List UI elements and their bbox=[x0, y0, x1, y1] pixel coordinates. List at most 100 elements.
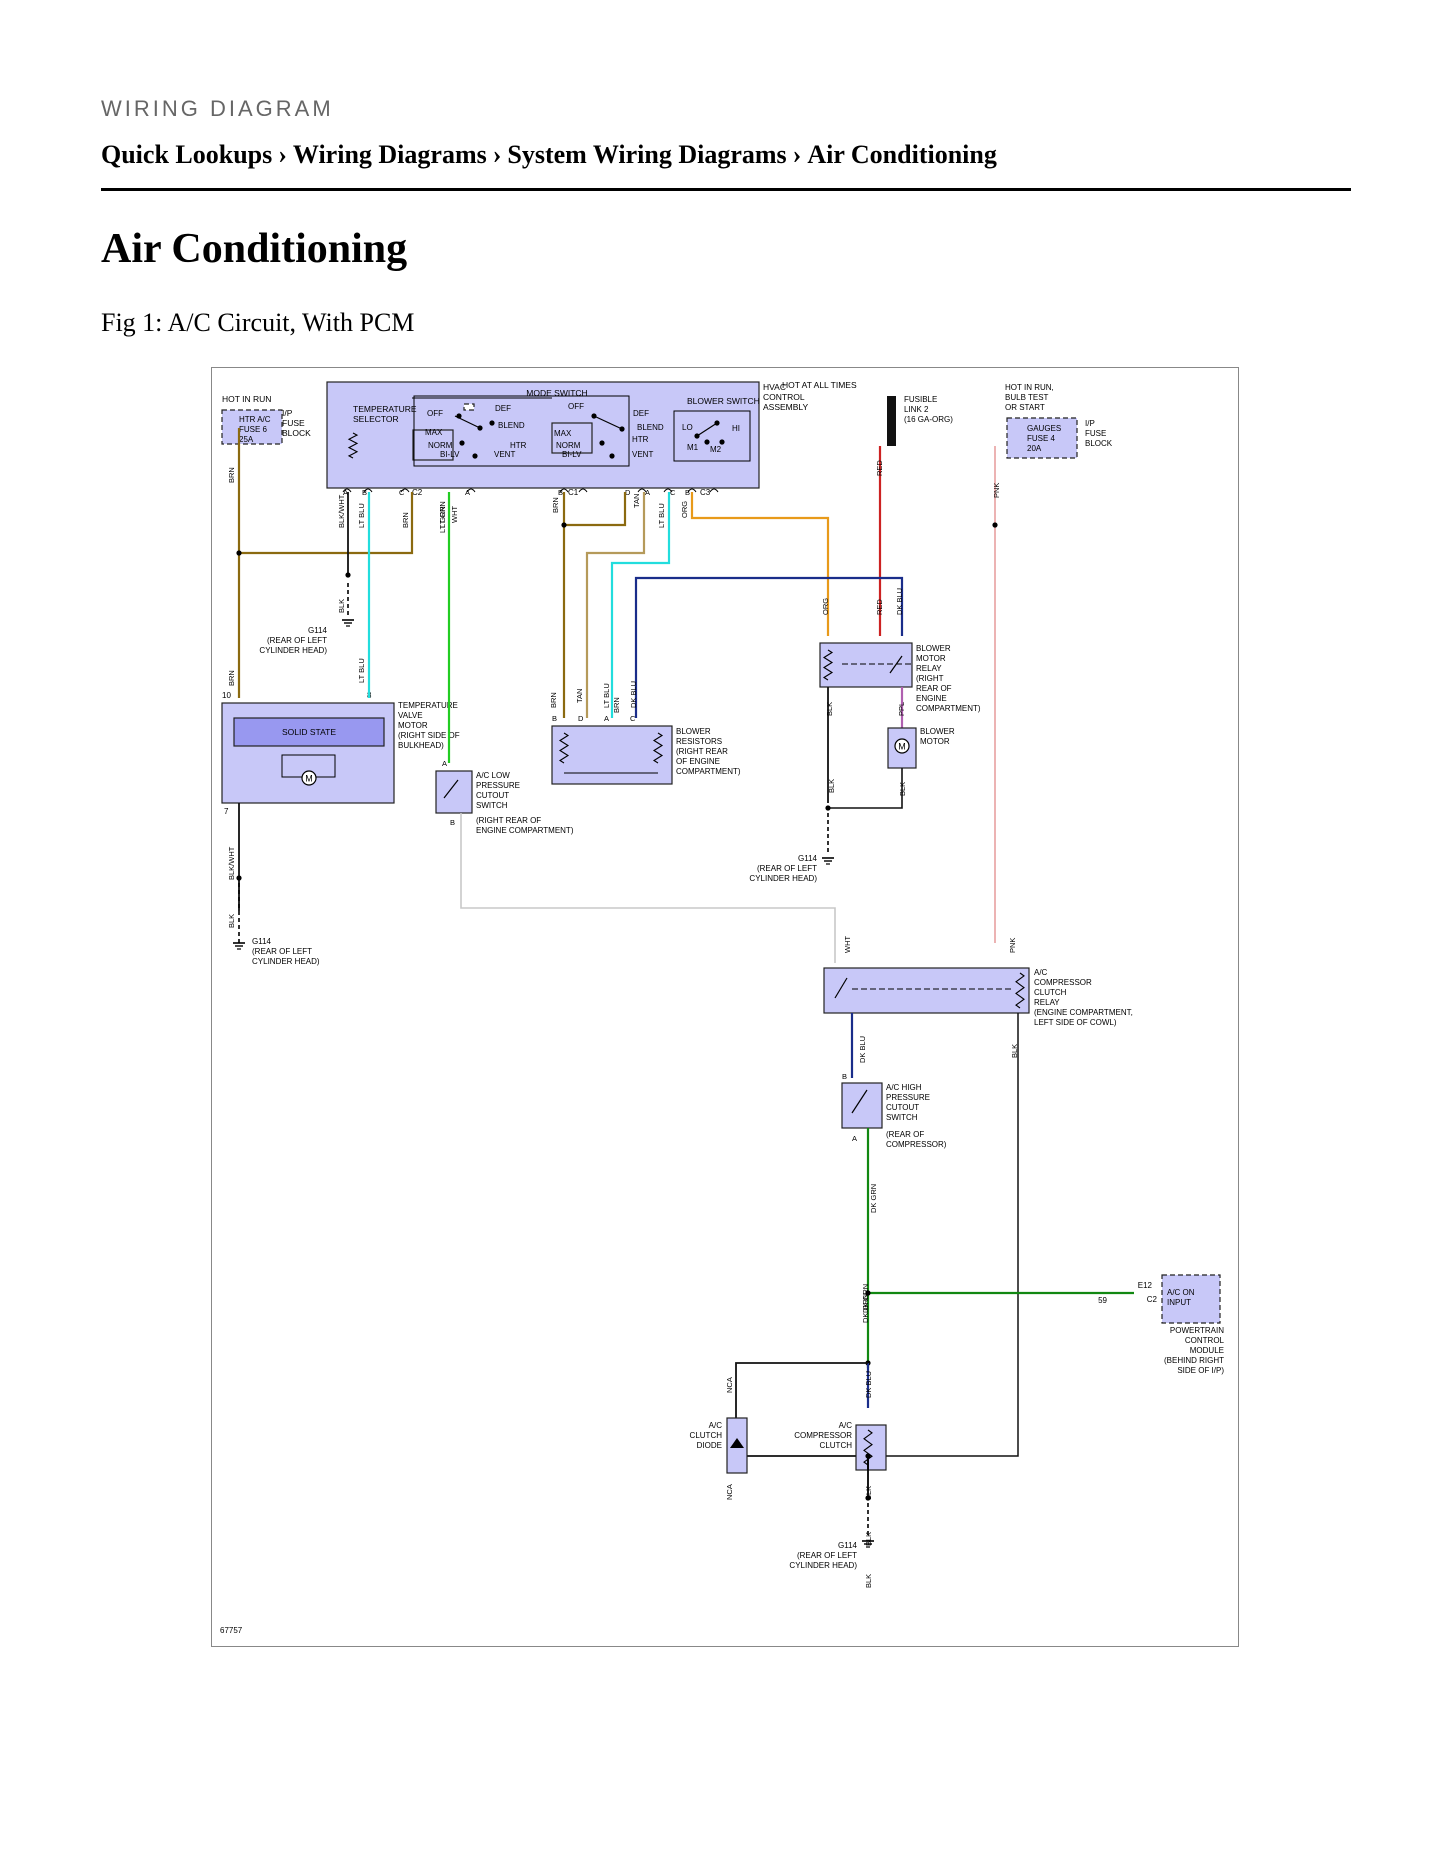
header-divider bbox=[101, 188, 1351, 191]
blower-motor-relay-label: MOTOR bbox=[916, 654, 946, 663]
pcm-input-label: INPUT bbox=[1167, 1298, 1191, 1307]
pin-label: B bbox=[558, 488, 563, 497]
mode-position-label: BI-LV bbox=[440, 450, 460, 459]
blower-motor-relay-label: COMPARTMENT) bbox=[916, 704, 981, 713]
wire-color-label: BLK/WHT bbox=[227, 846, 236, 880]
splice-dot bbox=[865, 1290, 871, 1296]
hot-in-run-bulb-test-label: OR START bbox=[1005, 403, 1045, 412]
wire-color-label: DK GRN bbox=[861, 1284, 870, 1313]
blower-motor-label: BLOWER bbox=[920, 727, 955, 736]
connector-pin bbox=[363, 488, 373, 493]
blower-motor-relay-label: ENGINE bbox=[916, 694, 947, 703]
fusible-link-icon bbox=[887, 396, 896, 446]
diode-symbol bbox=[730, 1438, 744, 1448]
breadcrumb-system-wiring-diagrams[interactable]: System Wiring Diagrams bbox=[507, 140, 787, 169]
g114-label-b: G114 bbox=[252, 937, 272, 946]
mode-position-label: NORM bbox=[556, 441, 581, 450]
switch-contact bbox=[704, 439, 710, 445]
blower-motor-relay bbox=[819, 642, 913, 688]
blower-motor-relay-label: REAR OF bbox=[916, 684, 952, 693]
mode-position-label: DEF bbox=[633, 409, 649, 418]
hot-at-all-times-label: HOT AT ALL TIMES bbox=[782, 380, 857, 390]
blower-resistors bbox=[551, 725, 673, 785]
wire-lt-blu-resistor bbox=[610, 492, 671, 718]
wire-color-label: BLK bbox=[827, 779, 836, 793]
ac-compressor-relay-label: (ENGINE COMPARTMENT, bbox=[1034, 1008, 1133, 1017]
g114-label-d: (REAR OF LEFT bbox=[797, 1551, 857, 1560]
wire-wht-relay bbox=[460, 813, 836, 963]
blower-position-label: M2 bbox=[710, 445, 722, 454]
mode-position-label: NORM bbox=[428, 441, 453, 450]
pcm-label: CONTROL bbox=[1185, 1336, 1225, 1345]
wire-color-label: WHT bbox=[843, 936, 852, 953]
splice-dot bbox=[825, 805, 831, 811]
wire-color-label: BLK bbox=[864, 1574, 873, 1588]
hot-in-run-bulb-test-label: HOT IN RUN, bbox=[1005, 383, 1054, 392]
gauges-fuse-label: FUSE 4 bbox=[1027, 434, 1056, 443]
switch-contact bbox=[719, 439, 725, 445]
relay-coil bbox=[1015, 972, 1025, 1009]
wire-color-label: BLK/WHT bbox=[337, 494, 346, 528]
mode-position-label: OFF bbox=[427, 409, 443, 418]
temperature-valve-motor-label: BULKHEAD) bbox=[398, 741, 444, 750]
blower-motor-relay-label: BLOWER bbox=[916, 644, 951, 653]
wire-color-label: BLK bbox=[864, 1486, 873, 1500]
pin-label: 10 bbox=[222, 691, 231, 700]
page-kicker: WIRING DIAGRAM bbox=[101, 96, 334, 121]
blower-motor-label: MOTOR bbox=[920, 737, 950, 746]
resistor-coil bbox=[652, 732, 664, 764]
switch-contact bbox=[459, 440, 465, 446]
relay-coil bbox=[822, 649, 834, 681]
blower-switch-outline bbox=[673, 410, 751, 462]
wire-color-label: ORG bbox=[821, 598, 830, 615]
mode-switch-outline bbox=[413, 395, 630, 467]
wire-color-label: BLK bbox=[825, 702, 834, 716]
pcm-input-label: A/C ON bbox=[1167, 1288, 1195, 1297]
g114-label-a: G114 bbox=[308, 626, 328, 635]
htr-ac-fuse-box bbox=[221, 409, 283, 445]
blower-switch-label: BLOWER SWITCH bbox=[687, 396, 760, 406]
breadcrumb-separator: › bbox=[278, 140, 287, 169]
splice-dot bbox=[561, 522, 567, 528]
resistor-coil bbox=[558, 732, 570, 764]
ip-fuse-block-label: I/P bbox=[282, 408, 293, 418]
pin-label: D bbox=[625, 488, 631, 497]
ac-compressor-relay-label: COMPRESSOR bbox=[1034, 978, 1092, 987]
blower-resistors-label: RESISTORS bbox=[676, 737, 722, 746]
wire-color-label: ORG bbox=[680, 501, 689, 518]
mode-switch-max-box-2 bbox=[551, 422, 593, 454]
wire-color-label: NCA bbox=[725, 1377, 734, 1393]
blower-motor-icon-label: M bbox=[898, 742, 906, 752]
wire-color-label: PPL bbox=[897, 702, 906, 716]
pin-label: B bbox=[842, 1072, 847, 1081]
temp-valve-motor-icon bbox=[301, 770, 317, 786]
breadcrumb-wiring-diagrams[interactable]: Wiring Diagrams bbox=[292, 140, 487, 169]
g114-label-b: CYLINDER HEAD) bbox=[252, 957, 320, 966]
pin-label: C bbox=[630, 714, 636, 723]
temperature-valve-motor-label: VALVE bbox=[398, 711, 423, 720]
wire-color-label: WHT bbox=[450, 506, 459, 523]
ac-compressor-clutch-relay bbox=[823, 967, 1030, 1014]
connector-pin bbox=[709, 488, 719, 493]
relay-contact bbox=[889, 655, 903, 674]
ac-high-pressure-label: CUTOUT bbox=[886, 1103, 919, 1112]
switch-blade bbox=[851, 1089, 868, 1114]
blower-position-label: M1 bbox=[687, 443, 699, 452]
pcm-label: (BEHIND RIGHT bbox=[1164, 1356, 1224, 1365]
gauges-fuse-label: GAUGES bbox=[1027, 424, 1061, 433]
breadcrumb-air-conditioning[interactable]: Air Conditioning bbox=[807, 140, 997, 169]
temp-valve-motor-icon-label: M bbox=[305, 774, 313, 784]
ac-compressor-relay-label: CLUTCH bbox=[1034, 988, 1067, 997]
wire-color-label: LT GRN bbox=[438, 501, 447, 528]
temperature-selector-label: SELECTOR bbox=[353, 414, 399, 424]
pcm-ac-on-input bbox=[1161, 1274, 1221, 1324]
connector-pin bbox=[400, 488, 410, 493]
ac-low-pressure-label: SWITCH bbox=[476, 801, 508, 810]
ac-high-pressure-label: A/C HIGH bbox=[886, 1083, 922, 1092]
breadcrumb-quick-lookups[interactable]: Quick Lookups bbox=[101, 140, 273, 169]
ac-clutch-diode-label: DIODE bbox=[697, 1441, 722, 1450]
fusible-link-label: (16 GA-ORG) bbox=[904, 415, 953, 424]
ac-clutch-diode-label: A/C bbox=[709, 1421, 723, 1430]
wire-color-label: BRN bbox=[549, 692, 558, 708]
